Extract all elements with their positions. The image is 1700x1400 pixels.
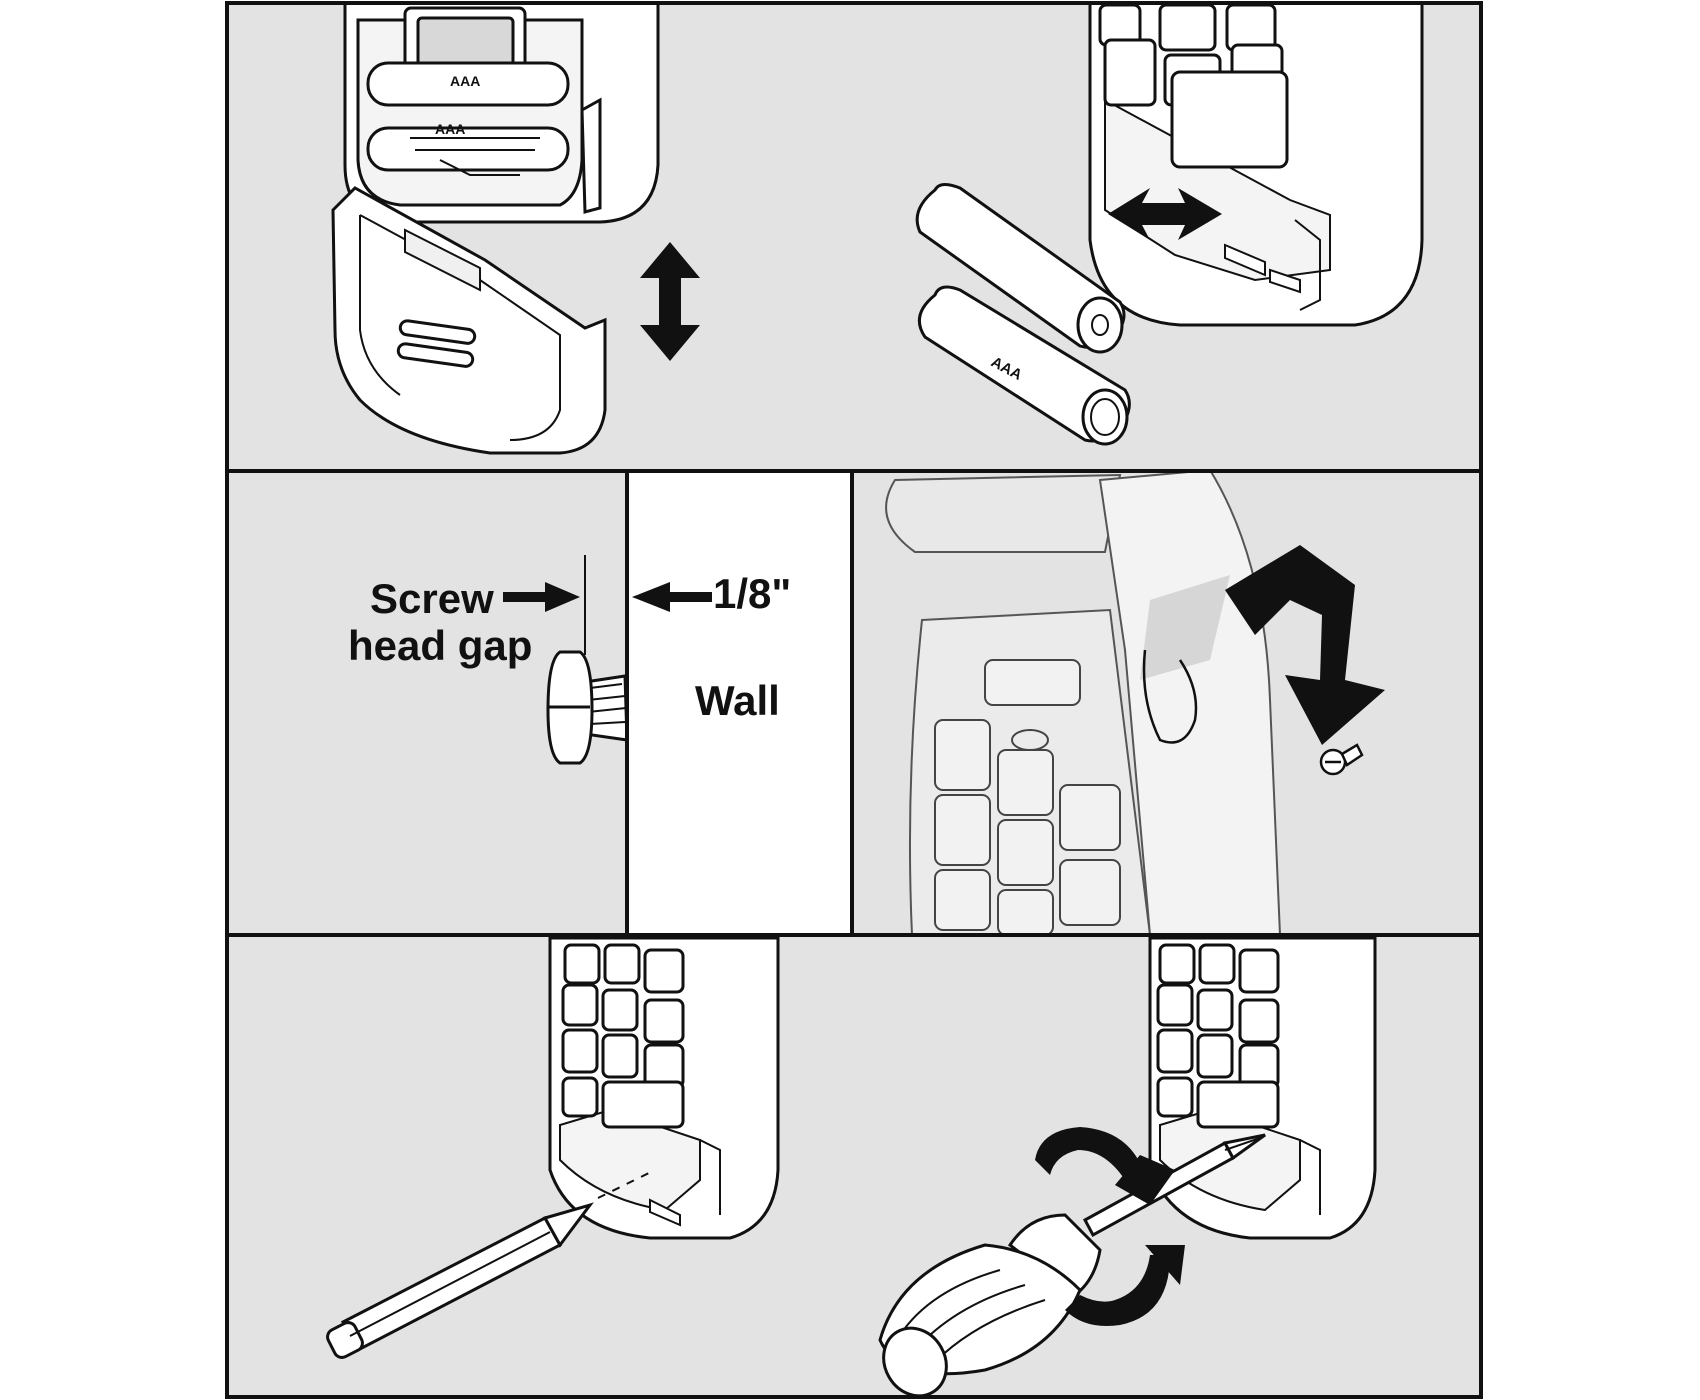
screwdriver-icon (878, 1133, 1266, 1398)
screw-label-line1: Screw (370, 575, 494, 622)
double-arrow-vertical-icon (640, 242, 700, 361)
screw-label-line2: head gap (348, 622, 532, 669)
panel-borders (225, 1, 1483, 1399)
gap-measure-label: 1/8" (713, 570, 791, 617)
arrow-left-icon (632, 582, 712, 612)
screw-gap-callout: Screw head gap 1/8" Wall (348, 555, 791, 765)
device-bottom-right (1148, 936, 1377, 1240)
pencil-icon (326, 1169, 656, 1359)
screw-icon (546, 650, 629, 765)
battery-label: AAA (435, 121, 465, 137)
battery-labels-top: AAA AAA (435, 73, 480, 137)
mounting-device (885, 468, 1282, 936)
device-top-right (1088, 1, 1424, 327)
device-top-left (343, 1, 660, 224)
small-screw-icon (1319, 743, 1364, 776)
aaa-batteries (915, 183, 1131, 446)
wall-label: Wall (695, 677, 780, 724)
arrow-right-icon (503, 582, 580, 612)
battery-cover (331, 186, 607, 455)
battery-label: AAA (450, 73, 480, 89)
device-bottom-left (548, 936, 780, 1240)
panel-wall (627, 471, 852, 935)
rotation-arrow-icon (1035, 1127, 1185, 1326)
double-arrow-horizontal-icon (1108, 188, 1222, 240)
bent-arrow-icon (1225, 545, 1385, 745)
